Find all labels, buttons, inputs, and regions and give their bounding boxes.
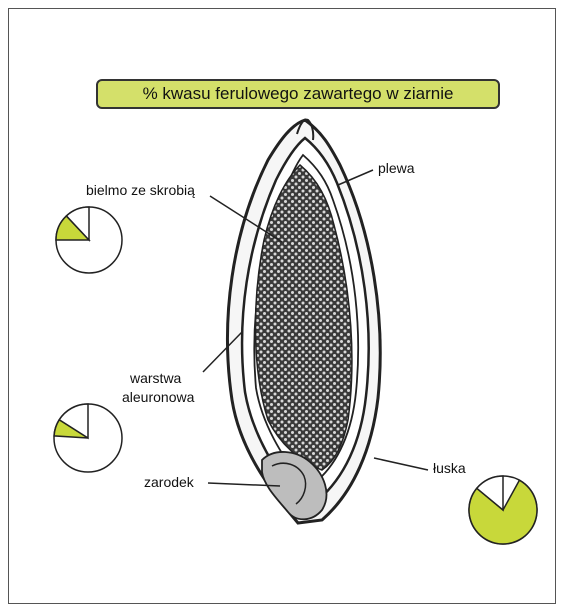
pie-endosperm: [56, 207, 122, 273]
label-husk: plewa: [378, 160, 415, 177]
pie-aleurone: [54, 404, 122, 472]
label-aleurone-line1: warstwa: [130, 370, 181, 387]
leader-hull: [374, 458, 428, 470]
label-germ: zarodek: [144, 474, 194, 491]
label-hull: łuska: [433, 460, 466, 477]
label-aleurone-line2: aleuronowa: [122, 389, 194, 406]
diagram-title: % kwasu ferulowego zawartego w ziarnie: [96, 79, 500, 109]
pie-hull: [469, 476, 537, 544]
label-endosperm: bielmo ze skrobią: [86, 182, 195, 199]
